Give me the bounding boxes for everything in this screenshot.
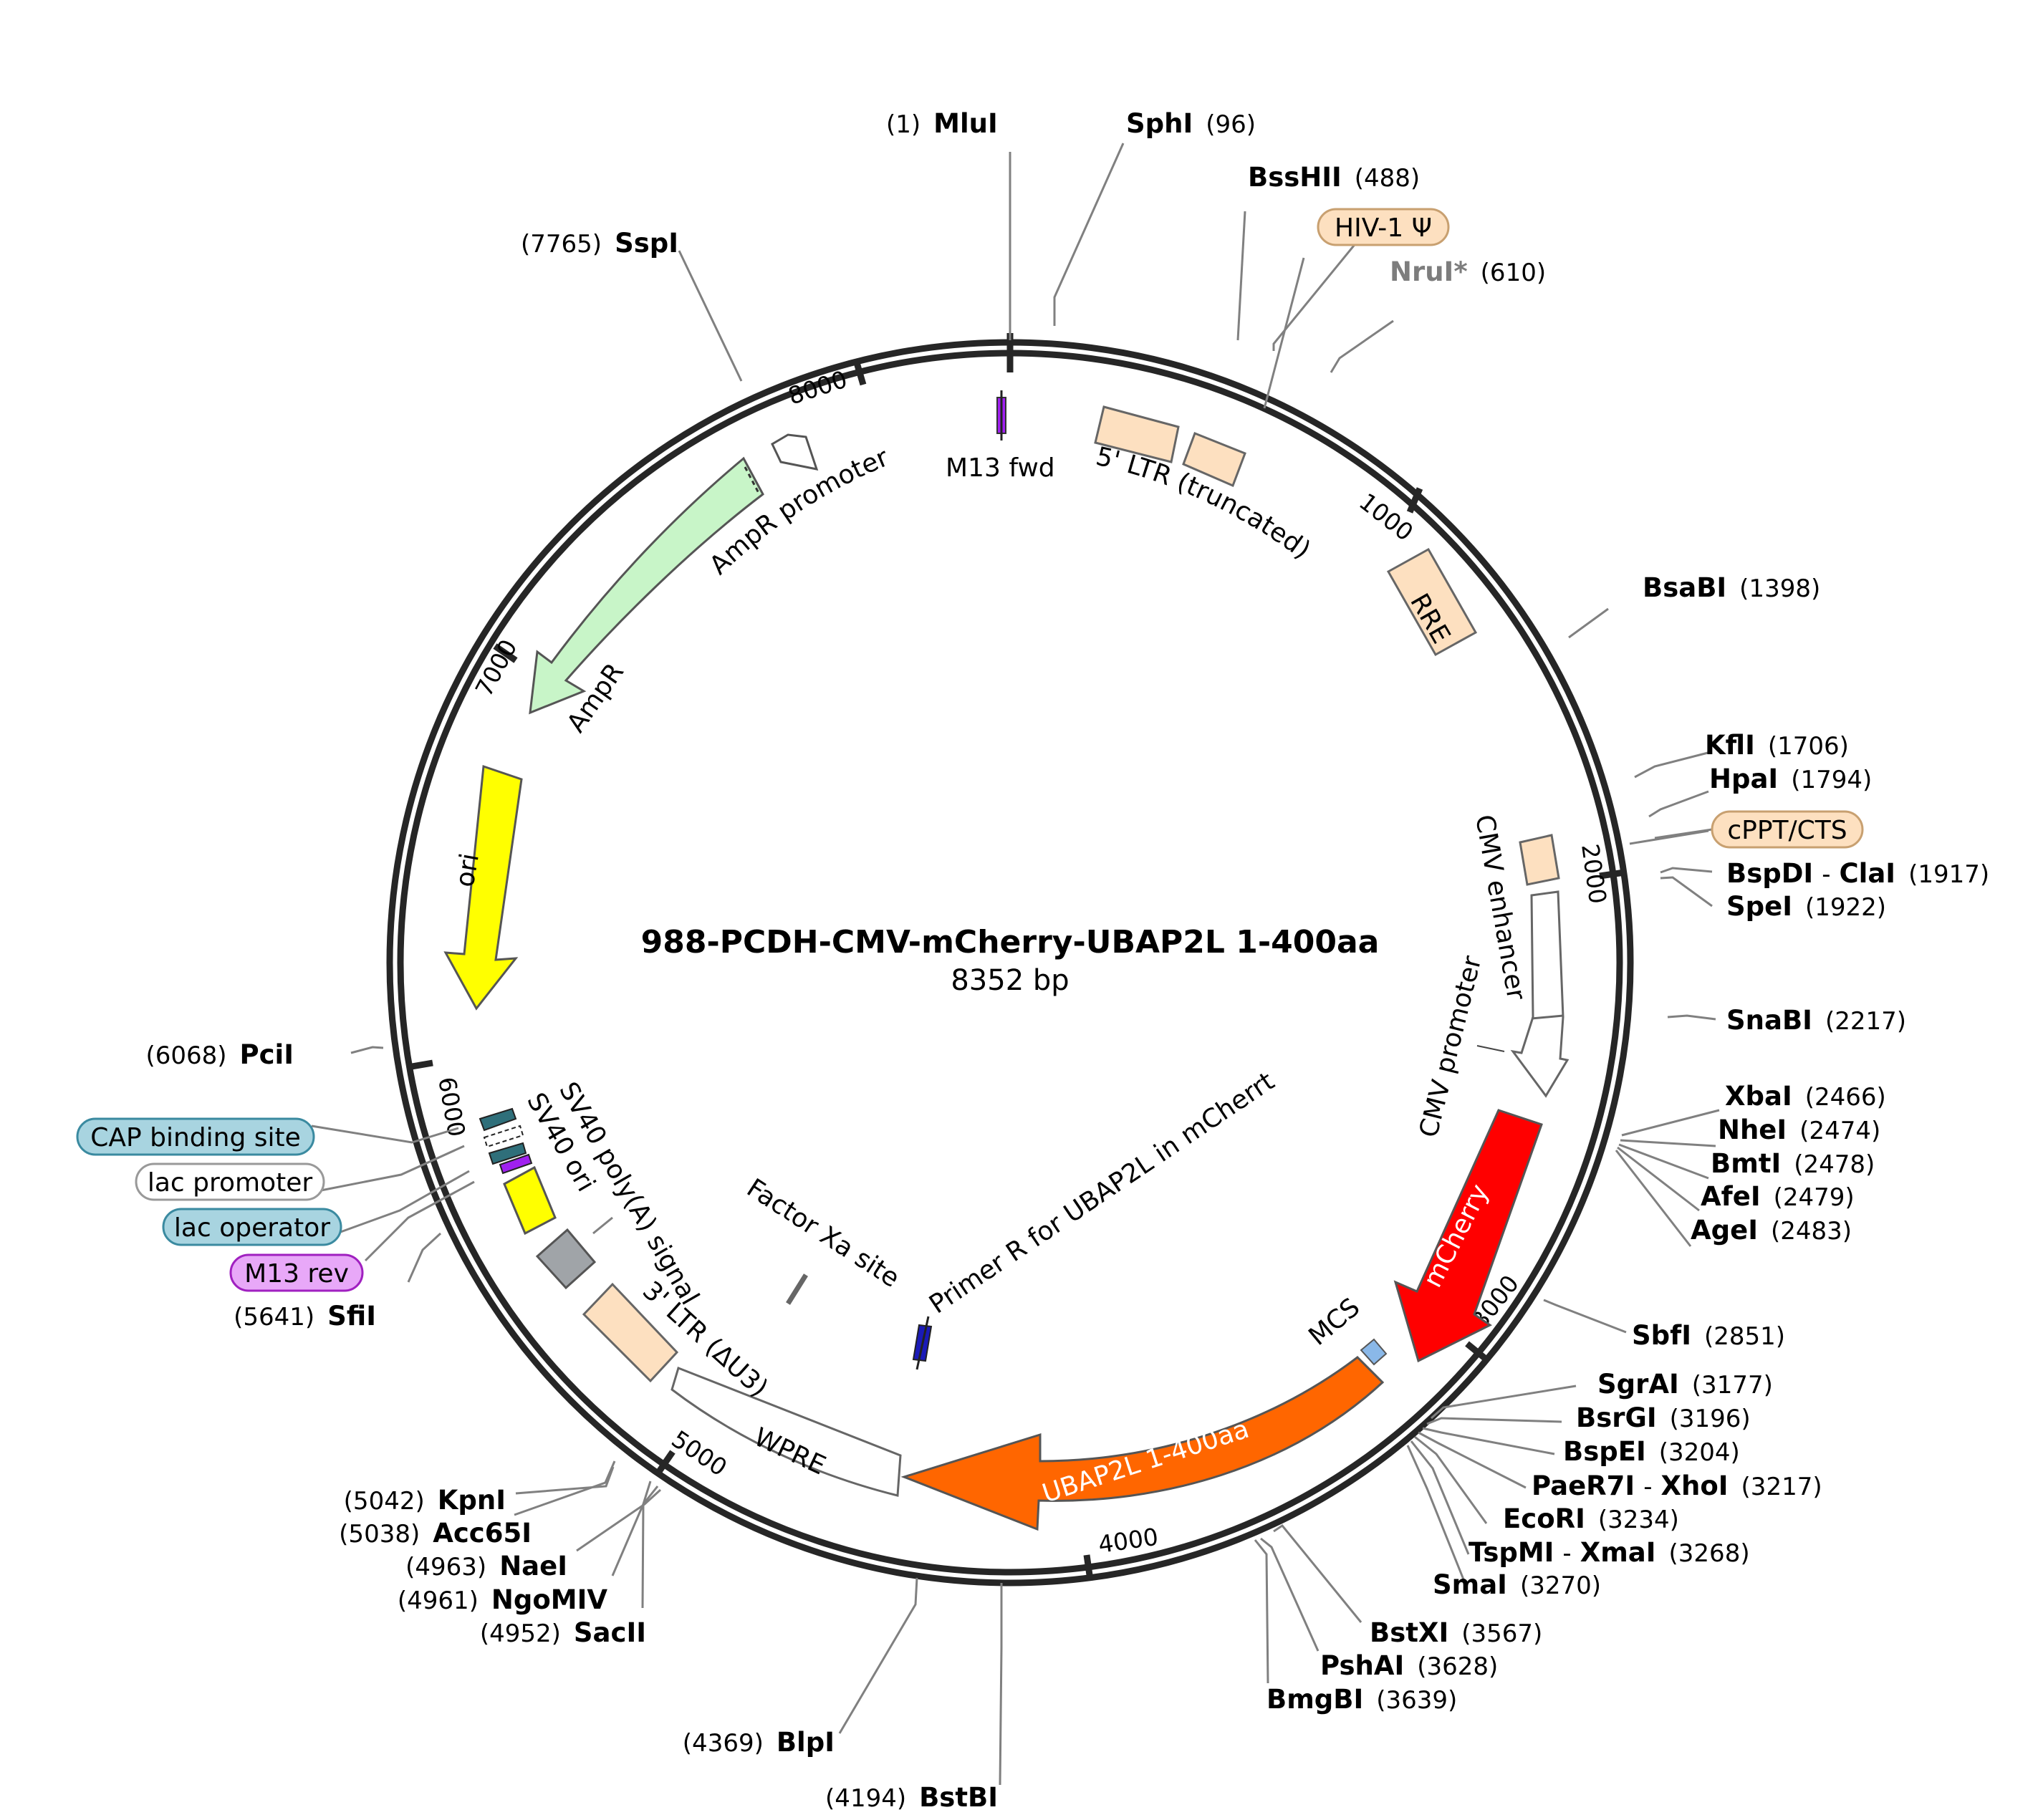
cap-feature <box>479 1107 517 1132</box>
svg-text:lac promoter: lac promoter <box>148 1168 313 1198</box>
lac-operator-tag[interactable]: lac operator <box>162 1208 342 1246</box>
plasmid-name: 988-PCDH-CMV-mCherry-UBAP2L 1-400aa <box>641 924 1380 960</box>
backbone-inner <box>397 350 1623 1576</box>
ori-feature <box>443 764 523 1011</box>
hiv-psi-tag[interactable]: HIV-1 Ψ <box>1317 208 1450 246</box>
svg-text:HIV-1 Ψ: HIV-1 Ψ <box>1335 213 1432 243</box>
site-bmgbi[interactable]: BmgBI(3639) <box>1266 1684 1457 1715</box>
cppt-tag[interactable]: cPPT/CTS <box>1711 810 1864 849</box>
cmv-promoter-label: CMV promoter <box>1414 953 1488 1140</box>
site-kfli[interactable]: KflI(1706) <box>1705 730 1849 761</box>
site-nrui[interactable]: NruI*(610) <box>1390 256 1546 287</box>
site-leaders <box>311 143 1720 1786</box>
ltr5-feature-b <box>1182 432 1246 488</box>
tick-1000: 1000 <box>1354 488 1418 547</box>
site-sbfi[interactable]: SbfI(2851) <box>1632 1320 1785 1351</box>
site-ngomiv[interactable]: (4961)NgoMIV <box>398 1584 608 1615</box>
site-paer7i-xhoi[interactable]: PaeR7I-XhoI(3217) <box>1532 1470 1822 1501</box>
site-sspi[interactable]: (7765)SspI <box>521 228 678 259</box>
site-sfii[interactable]: (5641)SfiI <box>234 1301 376 1332</box>
site-pshai[interactable]: PshAI(3628) <box>1320 1650 1498 1681</box>
site-blpi[interactable]: (4369)BlpI <box>683 1727 835 1758</box>
site-bmti[interactable]: BmtI(2478) <box>1711 1148 1875 1179</box>
site-pcii[interactable]: (6068)PciI <box>145 1039 294 1070</box>
ltr3-feature <box>582 1282 679 1383</box>
site-kpni[interactable]: (5042)KpnI <box>344 1485 506 1516</box>
sv40ori-feature <box>535 1228 597 1290</box>
mcs-feature <box>1360 1338 1388 1366</box>
wpre-feature <box>670 1367 902 1497</box>
site-sgrai[interactable]: SgrAI(3177) <box>1597 1369 1773 1400</box>
cmv-feature <box>1510 890 1570 1098</box>
site-bstbi[interactable]: (4194)BstBI <box>825 1782 998 1813</box>
ampr-promoter-feature <box>771 433 819 471</box>
site-mlui[interactable]: (1)MluI <box>886 108 998 139</box>
site-afei[interactable]: AfeI(2479) <box>1701 1181 1855 1212</box>
svg-text:lac operator: lac operator <box>174 1213 330 1243</box>
tick-labels: 1000 2000 3000 4000 5000 6000 7000 8000 <box>433 365 1612 1559</box>
site-xbai[interactable]: XbaI(2466) <box>1725 1081 1886 1112</box>
site-nhei[interactable]: NheI(2474) <box>1718 1114 1880 1145</box>
m13-rev-tag[interactable]: M13 rev <box>229 1253 364 1292</box>
site-bsabi[interactable]: BsaBI(1398) <box>1643 572 1820 603</box>
rre-feature <box>1386 547 1478 657</box>
ltr5-feature-a <box>1094 405 1180 463</box>
svg-text:cPPT/CTS: cPPT/CTS <box>1727 816 1847 845</box>
site-spei[interactable]: SpeI(1922) <box>1726 891 1886 922</box>
tick-marks <box>407 333 1625 1581</box>
lacp-feature <box>483 1125 524 1148</box>
ori-label: ori <box>450 851 485 889</box>
laco-feature <box>488 1142 527 1165</box>
site-acc65i[interactable]: (5038)Acc65I <box>339 1518 532 1549</box>
site-sacii[interactable]: (4952)SacII <box>480 1617 646 1648</box>
site-smai[interactable]: SmaI(3270) <box>1433 1569 1601 1600</box>
boxed-labels[interactable]: HIV-1 Ψ cPPT/CTS CAP binding site lac pr… <box>76 208 1864 1292</box>
site-snabi[interactable]: SnaBI(2217) <box>1726 1005 1906 1036</box>
plasmid-length: 8352 bp <box>951 964 1069 997</box>
primer-label: Primer R for UBAP2L in mCherrt <box>924 1067 1279 1319</box>
mcherry-feature <box>1393 1109 1543 1363</box>
factorxa-label: Factor Xa site <box>741 1173 905 1294</box>
m13fwd-label: M13 fwd <box>946 453 1055 483</box>
factorxa-feature <box>786 1273 808 1305</box>
sv40pa-feature <box>503 1165 557 1236</box>
site-bstxi[interactable]: BstXI(3567) <box>1370 1617 1542 1648</box>
ubap2l-feature <box>900 1356 1385 1531</box>
lac-promoter-tag[interactable]: lac promoter <box>135 1162 325 1201</box>
site-bsshii[interactable]: BssHII(488) <box>1248 162 1420 193</box>
site-bspdi-clai[interactable]: BspDI-ClaI(1917) <box>1726 858 1989 889</box>
cppt-feature <box>1519 834 1560 886</box>
site-hpai[interactable]: HpaI(1794) <box>1709 764 1872 794</box>
m13rev-feature <box>499 1153 533 1175</box>
site-labels[interactable]: (1)MluI SphI(96) BssHII(488) NruI*(610) … <box>145 108 1989 1813</box>
site-tspmi-xmai[interactable]: TspMI-XmaI(3268) <box>1469 1537 1750 1568</box>
backbone-outer <box>386 339 1634 1587</box>
site-sphi[interactable]: SphI(96) <box>1126 108 1256 139</box>
site-bspei[interactable]: BspEI(3204) <box>1563 1436 1740 1467</box>
site-agei[interactable]: AgeI(2483) <box>1691 1215 1852 1246</box>
site-naei[interactable]: (4963)NaeI <box>405 1551 567 1581</box>
site-bsrgi[interactable]: BsrGI(3196) <box>1576 1402 1751 1433</box>
mcs-label: MCS <box>1303 1293 1365 1352</box>
svg-text:M13 rev: M13 rev <box>244 1259 349 1289</box>
ampr-feature <box>529 456 764 715</box>
cap-binding-tag[interactable]: CAP binding site <box>76 1117 315 1156</box>
site-ecori[interactable]: EcoRI(3234) <box>1503 1503 1679 1534</box>
svg-text:CAP binding site: CAP binding site <box>90 1123 301 1152</box>
